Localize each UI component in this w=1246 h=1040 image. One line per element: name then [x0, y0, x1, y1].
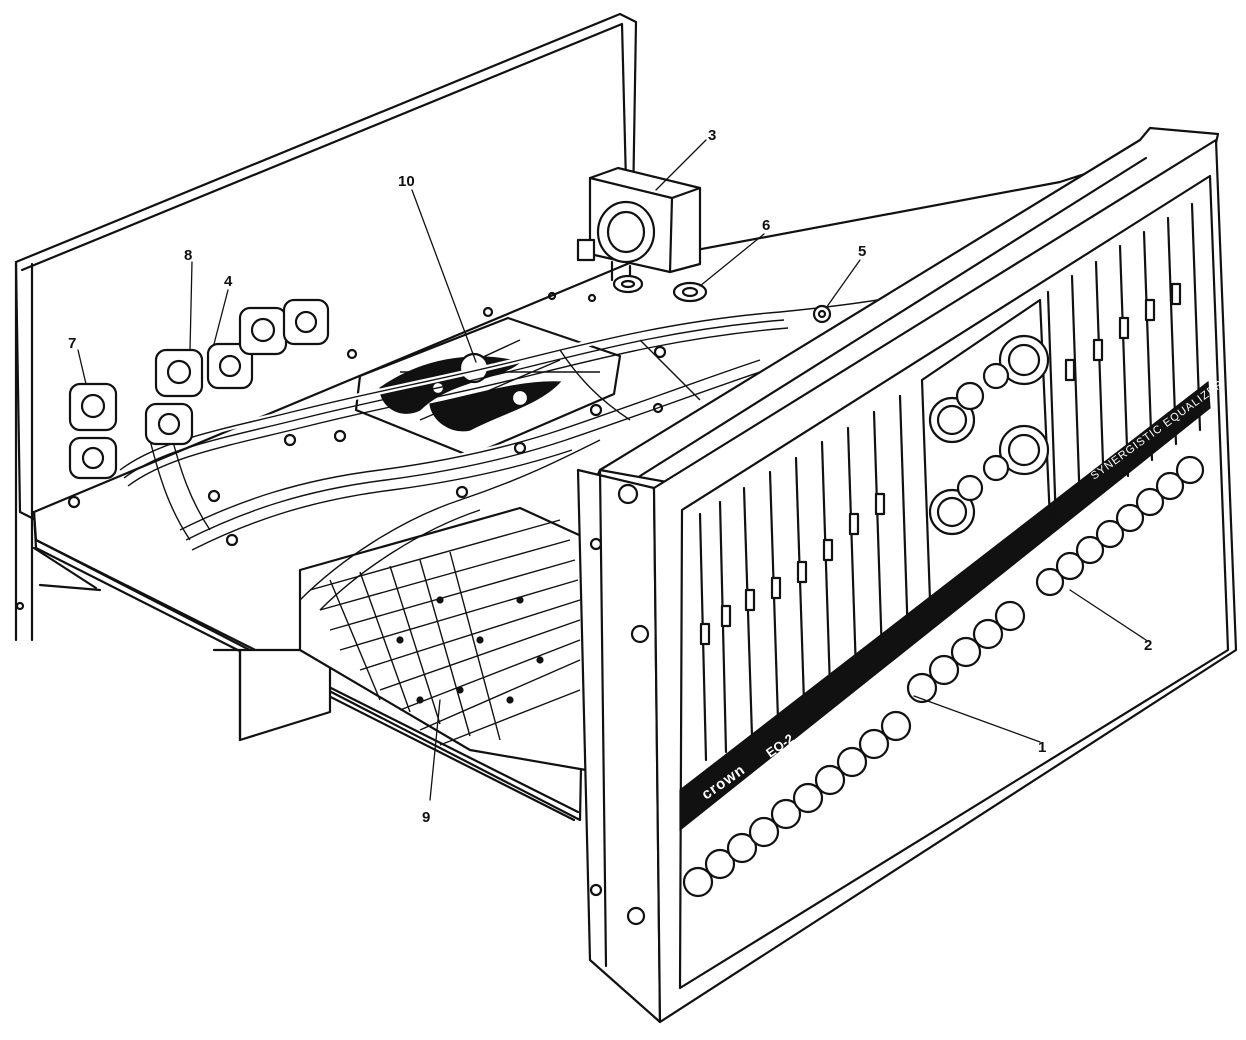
callout-1: 1 [1038, 739, 1046, 756]
grommet-6 [672, 281, 708, 303]
callout-10: 10 [398, 173, 415, 190]
callout-7: 7 [68, 335, 76, 352]
power-transformer [576, 166, 702, 288]
callout-3: 3 [708, 127, 716, 144]
callout-8: 8 [184, 247, 192, 264]
callout-labels: 1 2 3 4 5 6 7 8 9 10 [68, 127, 1152, 826]
connector-group-left [68, 298, 330, 480]
callout-2: 2 [1144, 637, 1152, 654]
center-control-section [920, 298, 1052, 602]
fastener-5 [812, 304, 832, 324]
callout-4: 4 [224, 273, 233, 290]
callout-6: 6 [762, 217, 770, 234]
front-panel [576, 126, 1238, 1024]
slider-knobs [699, 282, 1182, 646]
callout-9: 9 [422, 809, 430, 826]
lower-knobs [682, 455, 1205, 898]
xlr-connector-8 [144, 348, 204, 446]
wiring-harness [118, 293, 901, 611]
xlr-connector-7 [68, 382, 118, 480]
circuit-board-lower [298, 506, 592, 772]
xlr-connector-4 [206, 298, 330, 390]
callout-leaders [77, 139, 1147, 801]
grommet [612, 274, 644, 294]
callout-5: 5 [858, 243, 866, 260]
